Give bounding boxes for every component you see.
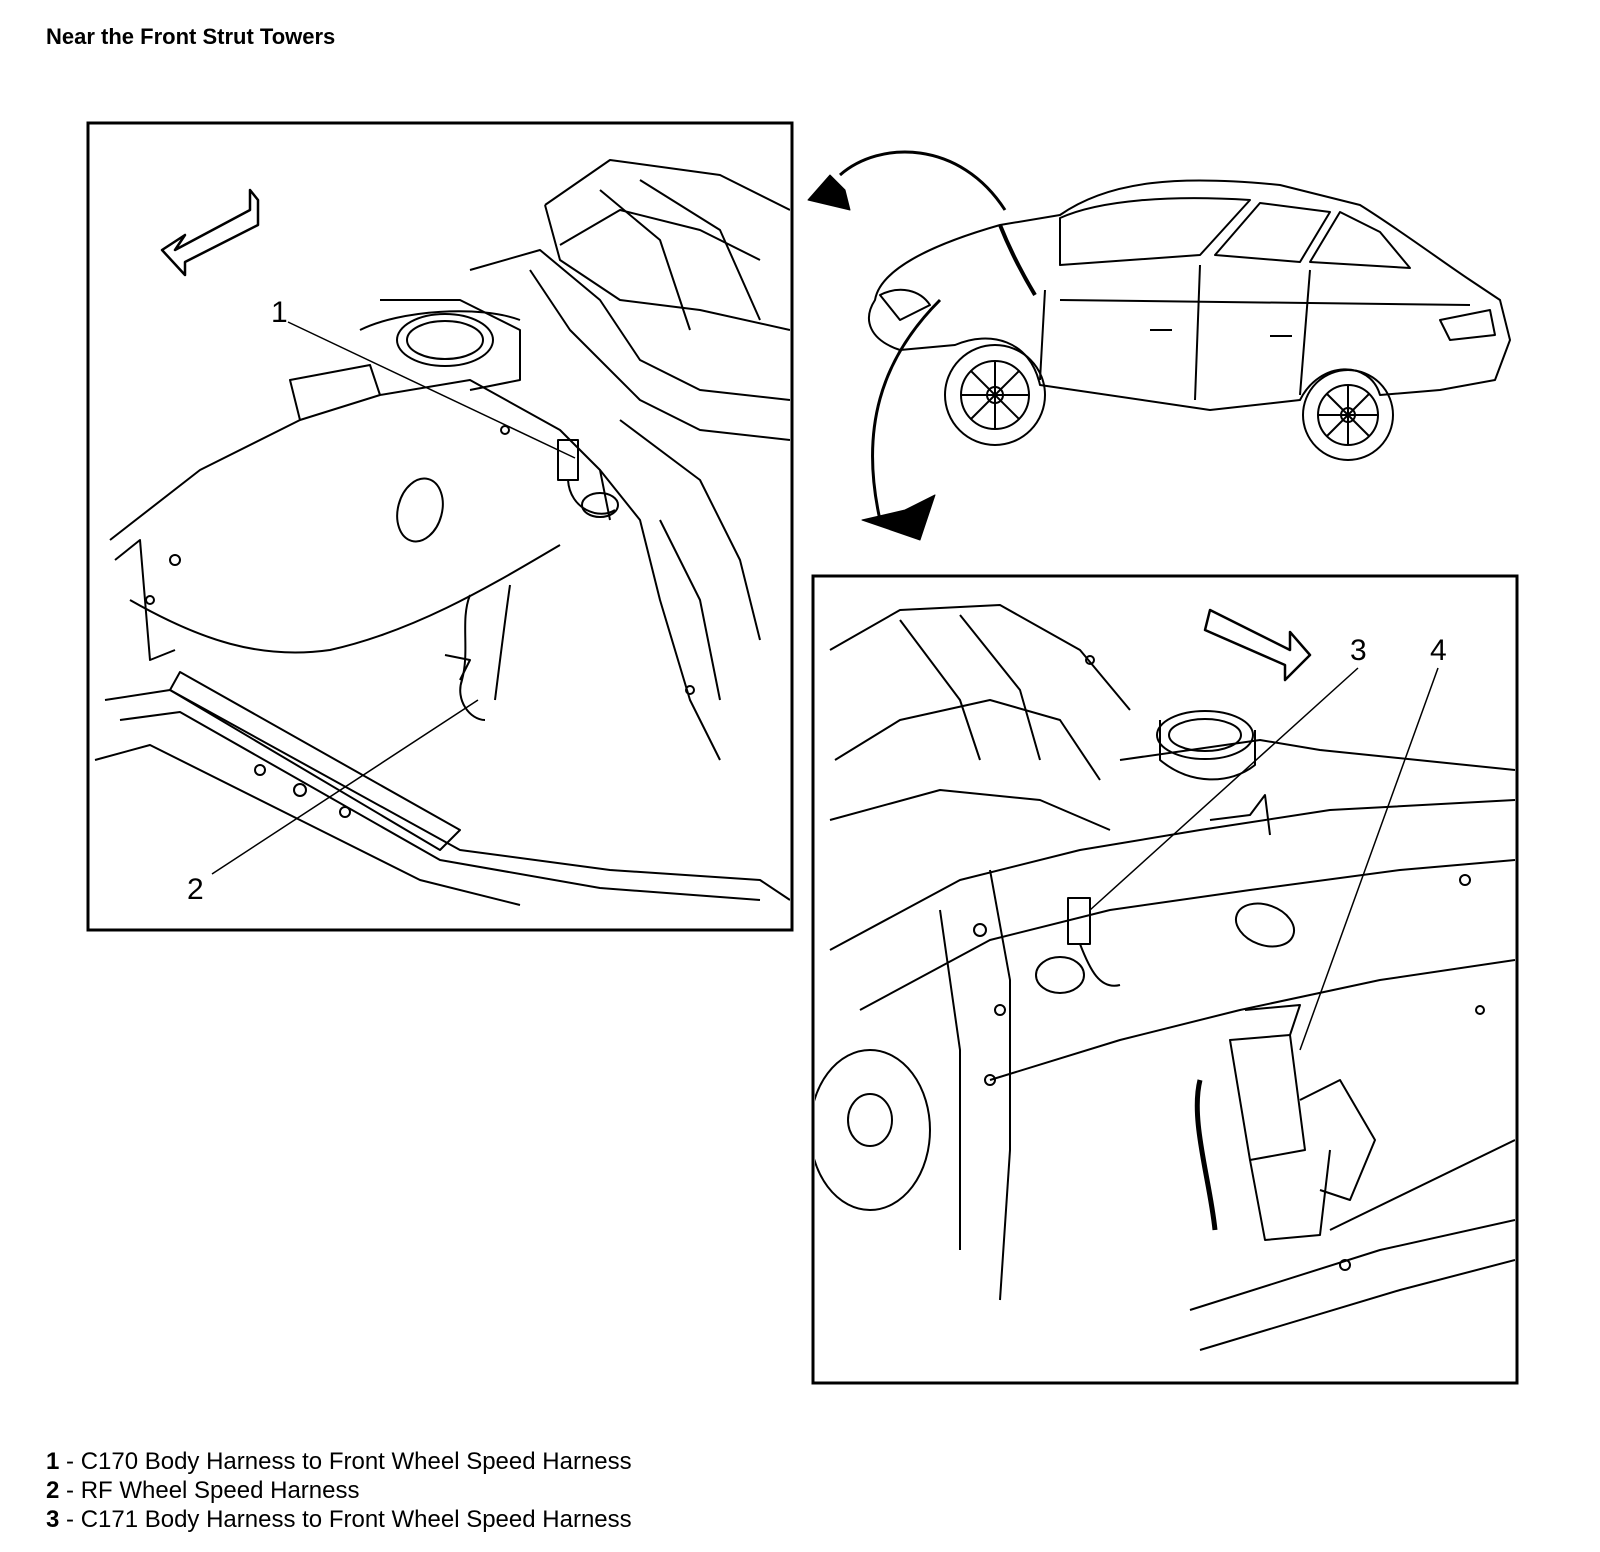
direction-arrow-icon [1203,608,1312,682]
legend-separator: - [59,1506,81,1533]
rf-wheel-speed-harness [459,594,486,721]
rear-wheel [1302,369,1394,461]
direction-arrow-icon [160,188,260,277]
legend-row: 2 - RF Wheel Speed Harness [46,1476,632,1505]
panel-right-frame [811,574,1519,1385]
leader-line-3 [1089,667,1359,911]
legend: 1 - C170 Body Harness to Front Wheel Spe… [46,1447,632,1534]
strut-tower-right-drawing [815,604,1515,1351]
leader-line-2 [211,699,479,875]
legend-text: C171 Body Harness to Front Wheel Speed H… [80,1506,632,1533]
connector-c171 [1067,897,1091,945]
legend-text: C170 Body Harness to Front Wheel Speed H… [80,1448,632,1475]
front-wheel [944,344,1046,446]
legend-row: 1 - C170 Body Harness to Front Wheel Spe… [46,1447,632,1476]
page-title: Near the Front Strut Towers [46,24,336,49]
detail-panel-right: 3 4 [811,574,1519,1385]
curved-arrow-icon [871,298,942,521]
legend-number: 1 [46,1448,60,1475]
legend-separator: - [59,1477,81,1504]
callout-label-3: 3 [1350,634,1367,667]
legend-row: 3 - C171 Body Harness to Front Wheel Spe… [46,1505,632,1534]
callout-label-4: 4 [1430,634,1447,667]
detail-panel-left: 1 2 [86,121,794,932]
panel-left-frame [86,121,794,932]
legend-separator: - [59,1448,81,1475]
legend-text: RF Wheel Speed Harness [80,1477,360,1504]
legend-number: 2 [46,1477,60,1504]
strut-tower-left-drawing [94,159,790,906]
curved-arrow-icon [839,150,1007,211]
callout-label-2: 2 [187,873,204,906]
callout-label-1: 1 [271,296,288,329]
leader-line-1 [287,321,576,459]
strut-assembly [1194,1004,1376,1241]
leader-line-4 [1299,667,1439,1051]
vehicle-overview [807,150,1511,541]
legend-number: 3 [46,1506,60,1533]
